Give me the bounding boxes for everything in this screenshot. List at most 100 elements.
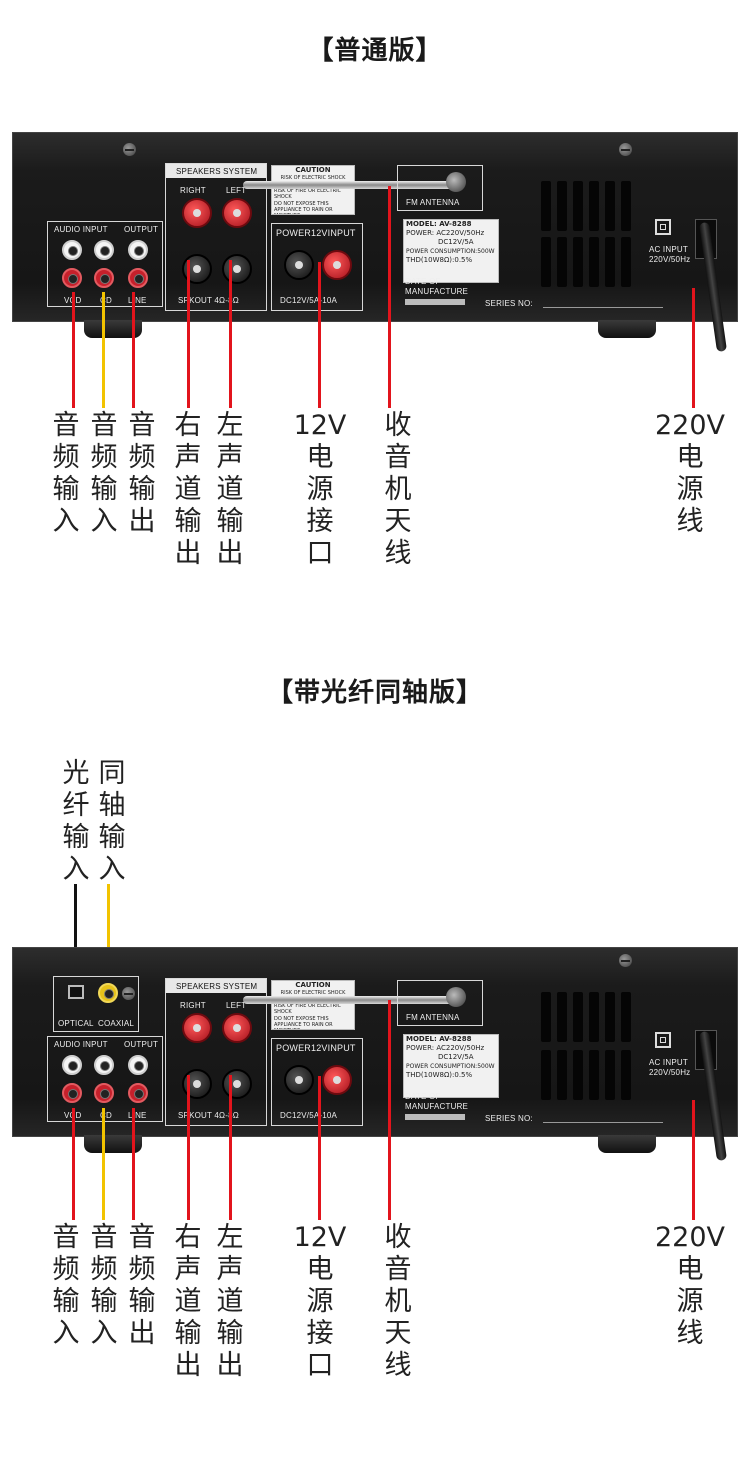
right-label: RIGHT bbox=[180, 1001, 206, 1010]
audio-io-panel: AUDIO INPUT OUTPUT VCD CD LINE bbox=[47, 221, 163, 307]
digital-input-panel: OPTICAL COAXIAL bbox=[53, 976, 139, 1032]
label-audio-output: 音频输出 bbox=[128, 410, 156, 537]
label-coaxial-input: 同轴输入 bbox=[98, 758, 126, 885]
foot bbox=[84, 1135, 142, 1153]
callout-line bbox=[229, 260, 232, 408]
speaker-post-black bbox=[222, 1069, 252, 1099]
ac-input-label: AC INPUT bbox=[649, 245, 688, 254]
thd-label: THD(10W8Ω):0.5% bbox=[406, 1071, 473, 1079]
speaker-post-red bbox=[222, 198, 252, 228]
warning-text-2: DO NOT EXPOSE THIS APPLIANCE TO RAIN OR … bbox=[274, 1016, 333, 1029]
screw-icon bbox=[122, 987, 135, 1000]
caution-sub: RISK OF ELECTRIC SHOCK bbox=[280, 990, 346, 996]
callout-line bbox=[388, 186, 391, 408]
speaker-post-red bbox=[182, 1013, 212, 1043]
spkout-label: SPKOUT 4Ω-8Ω bbox=[178, 1111, 239, 1120]
callout-line bbox=[72, 1108, 75, 1220]
fm-antenna-label: FM ANTENNA bbox=[406, 198, 460, 207]
callout-line bbox=[132, 1108, 135, 1220]
label-right-channel-output: 右声道输出 bbox=[174, 1222, 202, 1381]
left-label: LEFT bbox=[226, 1001, 247, 1010]
power-ac: AC220V/50Hz bbox=[436, 1044, 485, 1052]
caution-plate: CAUTION RISK OF ELECTRIC SHOCK WARNING T… bbox=[271, 165, 355, 215]
label-audio-input-1: 音频输入 bbox=[52, 410, 80, 537]
rca-jack-red bbox=[128, 268, 148, 288]
dc-post-red bbox=[322, 250, 352, 280]
amplifier-chassis: OPTICAL COAXIAL AUDIO INPUT OUTPUT VCD C… bbox=[12, 947, 738, 1137]
label-optical-input: 光纤输入 bbox=[62, 758, 90, 885]
screw-icon bbox=[619, 143, 632, 156]
series-no-label: SERIES NO: bbox=[485, 1114, 533, 1123]
ac-spec-label: 220V/50Hz bbox=[649, 1068, 691, 1077]
callout-line bbox=[692, 1100, 695, 1220]
speakers-system-panel: SPEAKERS SYSTEM RIGHT LEFT SPKOUT 4Ω-8Ω bbox=[165, 163, 267, 311]
coaxial-jack bbox=[98, 983, 118, 1003]
callout-line bbox=[102, 292, 105, 408]
audio-io-panel: AUDIO INPUT OUTPUT VCD CD LINE bbox=[47, 1036, 163, 1122]
speaker-post-black bbox=[222, 254, 252, 284]
warning-text-2: DO NOT EXPOSE THIS APPLIANCE TO RAIN OR … bbox=[274, 201, 333, 214]
output-label: OUTPUT bbox=[124, 1040, 159, 1049]
rca-jack-white bbox=[128, 1055, 148, 1075]
fm-antenna-panel: FM ANTENNA bbox=[397, 980, 483, 1026]
date-of-label: DATE OF bbox=[405, 1092, 441, 1101]
rca-jack-red bbox=[62, 268, 82, 288]
section-title-standard: 【普通版】 bbox=[307, 36, 443, 66]
thd-label: THD(10W8Ω):0.5% bbox=[406, 256, 473, 264]
dc-post-black bbox=[284, 1065, 314, 1095]
double-insulation-icon bbox=[655, 1032, 671, 1048]
label-radio-antenna: 收音机天线 bbox=[384, 410, 412, 569]
caution-label: CAUTION bbox=[295, 981, 331, 989]
spec-plate: MODEL: AV-8288 POWER: AC220V/50Hz DC12V/… bbox=[403, 1034, 499, 1098]
label-radio-antenna: 收音机天线 bbox=[384, 1222, 412, 1381]
model-label: MODEL: AV-8288 bbox=[406, 220, 472, 228]
cd-label: CD bbox=[100, 1111, 112, 1120]
series-no-label: SERIES NO: bbox=[485, 299, 533, 308]
output-label: OUTPUT bbox=[124, 225, 159, 234]
antenna-knob bbox=[446, 987, 466, 1007]
callout-line bbox=[388, 1000, 391, 1220]
label-audio-input-2: 音频输入 bbox=[90, 1222, 118, 1349]
left-label: LEFT bbox=[226, 186, 247, 195]
callout-line bbox=[74, 884, 77, 980]
fm-antenna-panel: FM ANTENNA bbox=[397, 165, 483, 211]
rca-jack-red bbox=[62, 1083, 82, 1103]
callout-line bbox=[102, 1108, 105, 1220]
dc-post-red bbox=[322, 1065, 352, 1095]
date-sticker bbox=[405, 299, 465, 305]
manufacture-label: MANUFACTURE bbox=[405, 1102, 469, 1111]
fm-antenna-rod bbox=[243, 181, 455, 189]
section-title-optical-coaxial: 【带光纤同轴版】 bbox=[266, 678, 483, 708]
audio-input-label: AUDIO INPUT bbox=[54, 225, 108, 234]
rca-jack-white bbox=[128, 240, 148, 260]
speaker-post-red bbox=[222, 1013, 252, 1043]
power-input-label: POWER12VINPUT bbox=[276, 228, 356, 238]
dc-power-panel: POWER12VINPUT DC12V/5A-10A bbox=[271, 1038, 363, 1126]
consumption-label: POWER CONSUMPTION:500W bbox=[406, 1063, 495, 1070]
fm-antenna-label: FM ANTENNA bbox=[406, 1013, 460, 1022]
line-label: LINE bbox=[128, 296, 147, 305]
series-no-line bbox=[543, 1122, 663, 1123]
rca-jack-white bbox=[94, 240, 114, 260]
speakers-system-label: SPEAKERS SYSTEM bbox=[176, 982, 258, 991]
label-audio-input-2: 音频输入 bbox=[90, 410, 118, 537]
label-right-channel-output: 右声道输出 bbox=[174, 410, 202, 569]
audio-input-label: AUDIO INPUT bbox=[54, 1040, 108, 1049]
rca-jack-white bbox=[62, 1055, 82, 1075]
ac-input-label: AC INPUT bbox=[649, 1058, 688, 1067]
rca-jack-red bbox=[94, 1083, 114, 1103]
callout-line bbox=[318, 262, 321, 408]
power-label: POWER: bbox=[406, 1044, 435, 1052]
dc-post-black bbox=[284, 250, 314, 280]
rca-jack-white bbox=[62, 240, 82, 260]
coaxial-label: COAXIAL bbox=[98, 1019, 135, 1028]
power-dc: DC12V/5A bbox=[438, 1053, 474, 1061]
ac-spec-label: 220V/50Hz bbox=[649, 255, 691, 264]
screw-icon bbox=[619, 954, 632, 967]
